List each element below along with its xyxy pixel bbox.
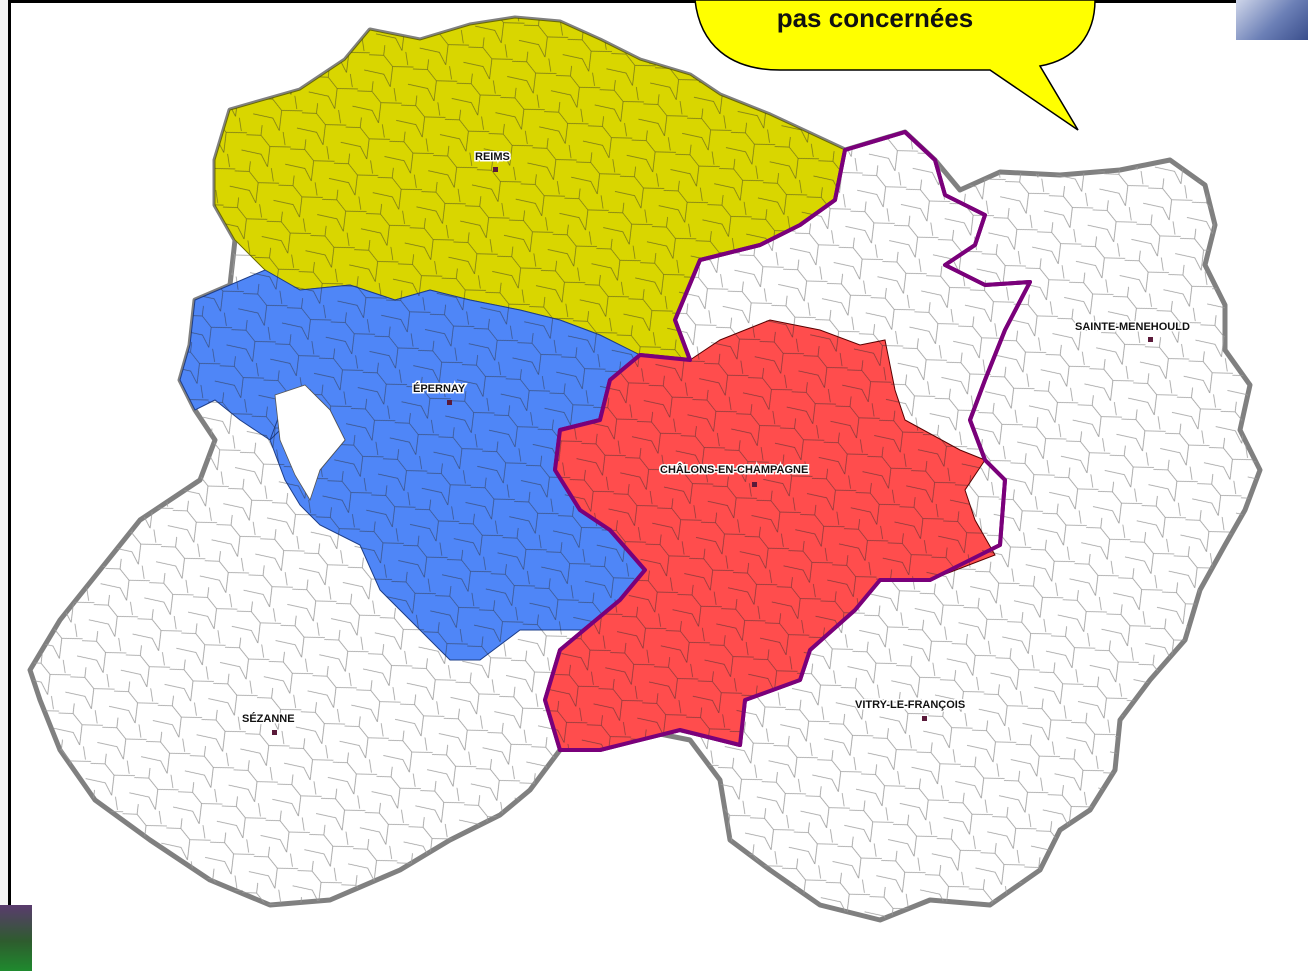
chalons-label: CHÂLONS-EN-CHAMPAGNE [660,463,808,476]
sainte-menehould-marker [1148,337,1153,342]
vitry-label: VITRY-LE-FRANÇOIS [855,699,965,711]
chalons-marker [752,482,757,487]
slide-corner-decoration [1236,0,1308,40]
sezanne-marker [272,730,277,735]
slide-corner-decoration-bottom [0,905,32,971]
sezanne-label: SÉZANNE [242,712,295,725]
chalons-communes [545,320,995,750]
sainte-menehould-label: SAINTE-MENEHOULD [1075,321,1190,333]
epernay-label: ÉPERNAY [413,382,466,395]
chalons-district-outline [543,130,1032,752]
epernay-communes [180,270,645,660]
reims-marker [493,167,498,172]
vitry-marker [922,716,927,721]
epernay-hole [274,384,346,501]
reims-communes [215,18,845,360]
callout-text: pas concernées [776,3,974,33]
callout-bubble [694,0,1096,131]
epernay-marker [447,400,452,405]
reims-label: REIMS [475,151,510,163]
